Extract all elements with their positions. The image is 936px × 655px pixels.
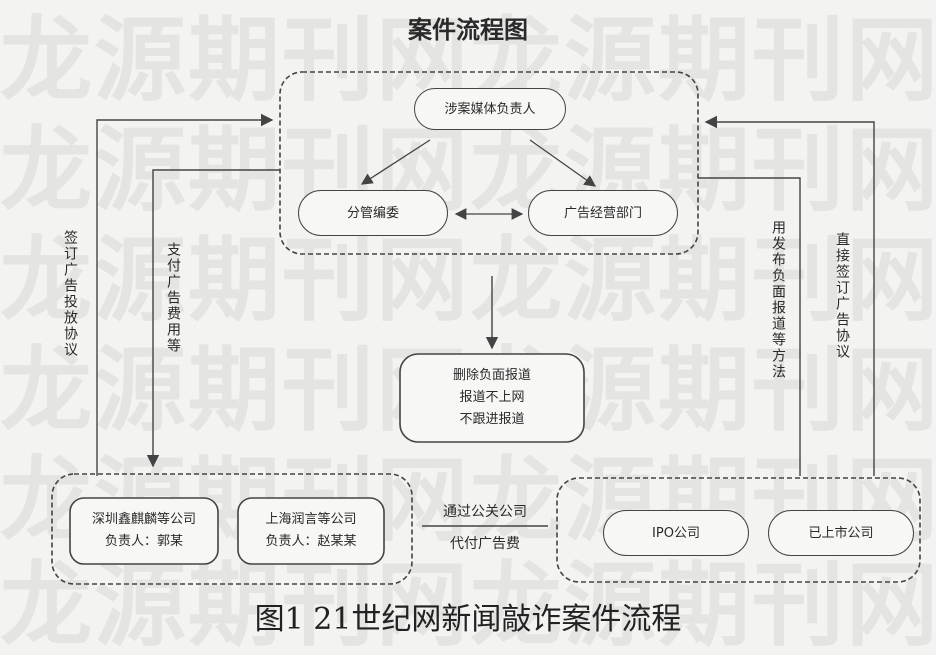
edge-label-left-inner: 支付广告费用等 xyxy=(165,242,181,354)
node-media-head: 涉案媒体负责人 xyxy=(414,88,566,130)
edge-label-middle-bottom: 代付广告费 xyxy=(450,536,520,552)
diagram-title: 案件流程图 xyxy=(408,16,528,44)
company-b-person: 负责人：赵某某 xyxy=(265,534,357,549)
edge-label-middle-top: 通过公关公司 xyxy=(443,504,527,520)
node-ad-dept: 广告经营部门 xyxy=(528,190,678,236)
company-a-person: 负责人：郭某 xyxy=(104,534,183,549)
watermark-row: 龙源期刊网龙源期刊网 xyxy=(0,555,936,655)
figure-caption: 图1 21世纪网新闻敲诈案件流程 xyxy=(254,602,682,637)
node-ipo: IPO公司 xyxy=(603,510,749,556)
company-a-box xyxy=(69,497,219,565)
node-company-a: 深圳鑫麒麟等公司 负责人：郭某 xyxy=(70,498,218,564)
edge-right-inner xyxy=(698,177,801,476)
arrow-head-to-ad xyxy=(529,139,597,187)
edge-label-left-outer: 签订广告投放协议 xyxy=(62,230,78,358)
arrow-head-to-branch xyxy=(360,139,431,185)
media-group-box xyxy=(279,71,699,255)
company-b-box xyxy=(237,497,385,565)
action-item: 不跟进报道 xyxy=(459,412,525,427)
node-company-b: 上海润言等公司 负责人：赵某某 xyxy=(238,498,384,564)
edge-left-inner xyxy=(146,169,280,468)
node-branch-office: 分管编委 xyxy=(298,190,448,236)
edge-label-right-outer: 直接签订广告协议 xyxy=(834,232,850,360)
node-listed: 已上市公司 xyxy=(768,510,914,556)
edge-right-outer xyxy=(704,115,875,476)
watermark-row: 龙源期刊网龙源期刊网 xyxy=(0,230,936,330)
action-item: 删除负面报道 xyxy=(452,368,531,383)
action-item: 报道不上网 xyxy=(459,390,525,405)
actions-box xyxy=(399,353,585,443)
company-a-name: 深圳鑫麒麟等公司 xyxy=(91,512,196,527)
edge-left-outer xyxy=(96,113,274,476)
pr-companies-box xyxy=(51,473,413,585)
node-actions: 删除负面报道 报道不上网 不跟进报道 xyxy=(400,354,584,442)
company-b-name: 上海润言等公司 xyxy=(265,512,357,527)
edge-label-right-inner: 用发布负面报道等方法 xyxy=(770,220,786,380)
